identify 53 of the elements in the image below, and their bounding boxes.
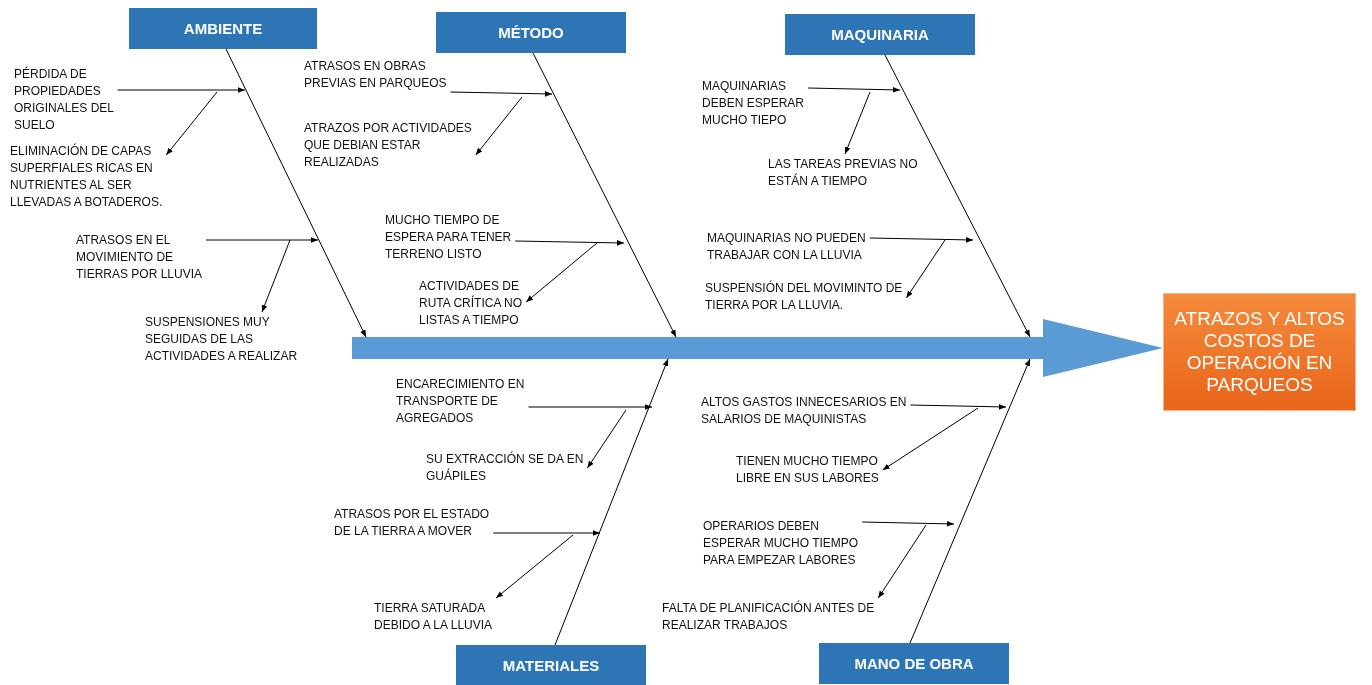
category-header: AMBIENTE — [129, 8, 317, 49]
cause-text: SU EXTRACCIÓN SE DA EN GUÁPILES — [426, 451, 584, 485]
arrow — [205, 237, 319, 243]
category-header: MAQUINARIA — [785, 14, 975, 55]
spine-arrow — [1034, 319, 1163, 377]
cause-text: ATRASOS EN EL MOVIMIENTO DE TIERRAS POR LLUVIA — [76, 232, 216, 283]
cause-text: TIENEN MUCHO TIEMPO LIBRE EN SUS LABORES — [736, 453, 911, 487]
cause-text: ATRASOS POR EL ESTADO DE LA TIERRA A MOVER — [334, 506, 509, 540]
arrow — [586, 409, 627, 469]
cause-text: ATRASOS EN OBRAS PREVIAS EN PARQUEOS — [304, 58, 454, 92]
arrow — [475, 96, 523, 156]
arrow — [117, 87, 246, 93]
arrow — [554, 358, 669, 646]
cause-text: ACTIVIDADES DE RUTA CRÍTICA NO LISTAS A TIEMPO — [419, 278, 547, 329]
arrow — [532, 52, 677, 338]
arrow — [525, 242, 598, 303]
effect-box: ATRAZOS Y ALTOS COSTOS DE OPERACIÓN EN PARQUEOS — [1163, 293, 1356, 411]
arrow — [450, 91, 553, 97]
arrow — [909, 404, 1007, 410]
arrow — [495, 534, 574, 599]
arrow — [909, 358, 1031, 644]
cause-text: MUCHO TIEMPO DE ESPERA PARA TENER TERRENO LISTO — [385, 212, 535, 263]
arrow — [884, 54, 1031, 338]
cause-text: SUSPENSIONES MUY SEGUIDAS DE LAS ACTIVIDADES A REALIZAR — [145, 314, 325, 365]
arrow — [492, 530, 601, 536]
arrow — [807, 87, 901, 93]
cause-text: ELIMINACIÓN DE CAPAS SUPERFIALES RICAS EN NUTRIENTES AL SER LLEVADAS A BOTADEROS. — [10, 143, 190, 211]
arrow — [905, 239, 946, 299]
arrow — [261, 239, 291, 313]
category-header: MATERIALES — [456, 645, 646, 685]
spine-bar — [352, 337, 1034, 359]
cause-text: MAQUINARIAS NO PUEDEN TRABAJAR CON LA LLUVIA — [707, 230, 882, 264]
arrow — [869, 237, 974, 243]
arrow — [514, 240, 625, 246]
arrow — [882, 407, 979, 471]
cause-text: OPERARIOS DEBEN ESPERAR MUCHO TIEMPO PARA EMPEZAR LABORES — [703, 518, 868, 569]
arrow — [844, 91, 871, 155]
category-header: MÉTODO — [436, 12, 626, 53]
cause-text: LAS TAREAS PREVIAS NO ESTÁN A TIEMPO — [768, 156, 918, 190]
category-header: MANO DE OBRA — [819, 643, 1009, 684]
cause-text: MAQUINARIAS DEBEN ESPERAR MUCHO TIEPO — [702, 78, 822, 129]
arrow — [877, 524, 927, 599]
cause-text: ATRAZOS POR ACTIVIDADES QUE DEBIAN ESTAR REALIZADAS — [304, 120, 489, 171]
arrow — [527, 404, 653, 410]
arrow — [861, 521, 955, 527]
cause-text: TIERRA SATURADA DEBIDO A LA LLUVIA — [374, 600, 524, 634]
cause-text: ENCARECIMIENTO EN TRANSPORTE DE AGREGADOS — [396, 376, 546, 427]
arrow — [165, 91, 218, 156]
cause-text: SUSPENSIÓN DEL MOVIMINTO DE TIERRA POR LA LLUVIA. — [705, 280, 910, 314]
cause-text: ALTOS GASTOS INNECESARIOS EN SALARIOS DE MAQUINISTAS — [701, 394, 916, 428]
arrow — [225, 48, 367, 338]
cause-text: FALTA DE PLANIFICACIÓN ANTES DE REALIZAR TRABAJOS — [662, 600, 892, 634]
cause-text: PÉRDIDA DE PROPIEDADES ORIGINALES DEL SUELO — [14, 66, 154, 134]
